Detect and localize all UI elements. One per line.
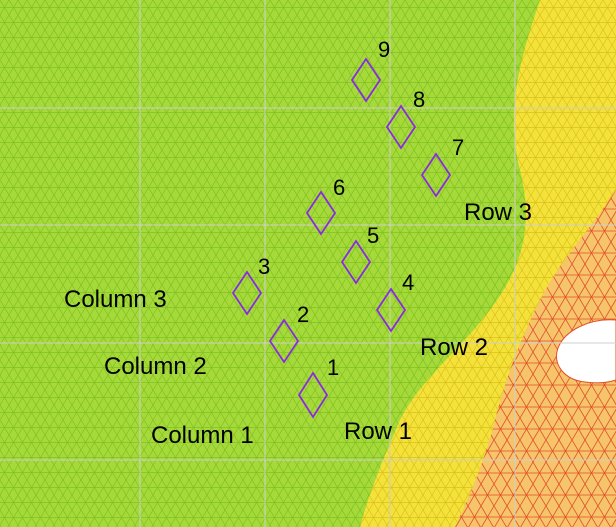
well-label-4: 4 [402,270,415,295]
row-2-label: Row 2 [420,334,489,361]
well-diamond-7 [420,152,452,198]
well-label-8: 8 [413,87,426,112]
column-3-label: Column 3 [64,286,167,313]
column-2-label: Column 2 [104,353,207,380]
row-3-label: Row 3 [464,199,533,226]
row-1-label: Row 1 [344,418,413,445]
well-diamond-4 [375,287,407,333]
well-diamond-2 [268,318,300,364]
mesh-void [556,319,616,384]
well-label-6: 6 [333,175,346,200]
well-label-5: 5 [367,223,380,248]
well-label-3: 3 [258,254,271,279]
well-diamond-1 [297,371,329,419]
well-diamond-8 [385,104,417,150]
well-label-2: 2 [297,302,310,327]
well-label-7: 7 [452,135,465,160]
well-label-1: 1 [327,355,340,380]
well-label-9: 9 [378,37,391,62]
well-diamond-5 [340,239,372,285]
column-1-label: Column 1 [151,422,254,449]
well-diamond-6 [305,190,337,236]
well-diamond-9 [350,57,382,103]
well-diamond-3 [231,270,263,316]
